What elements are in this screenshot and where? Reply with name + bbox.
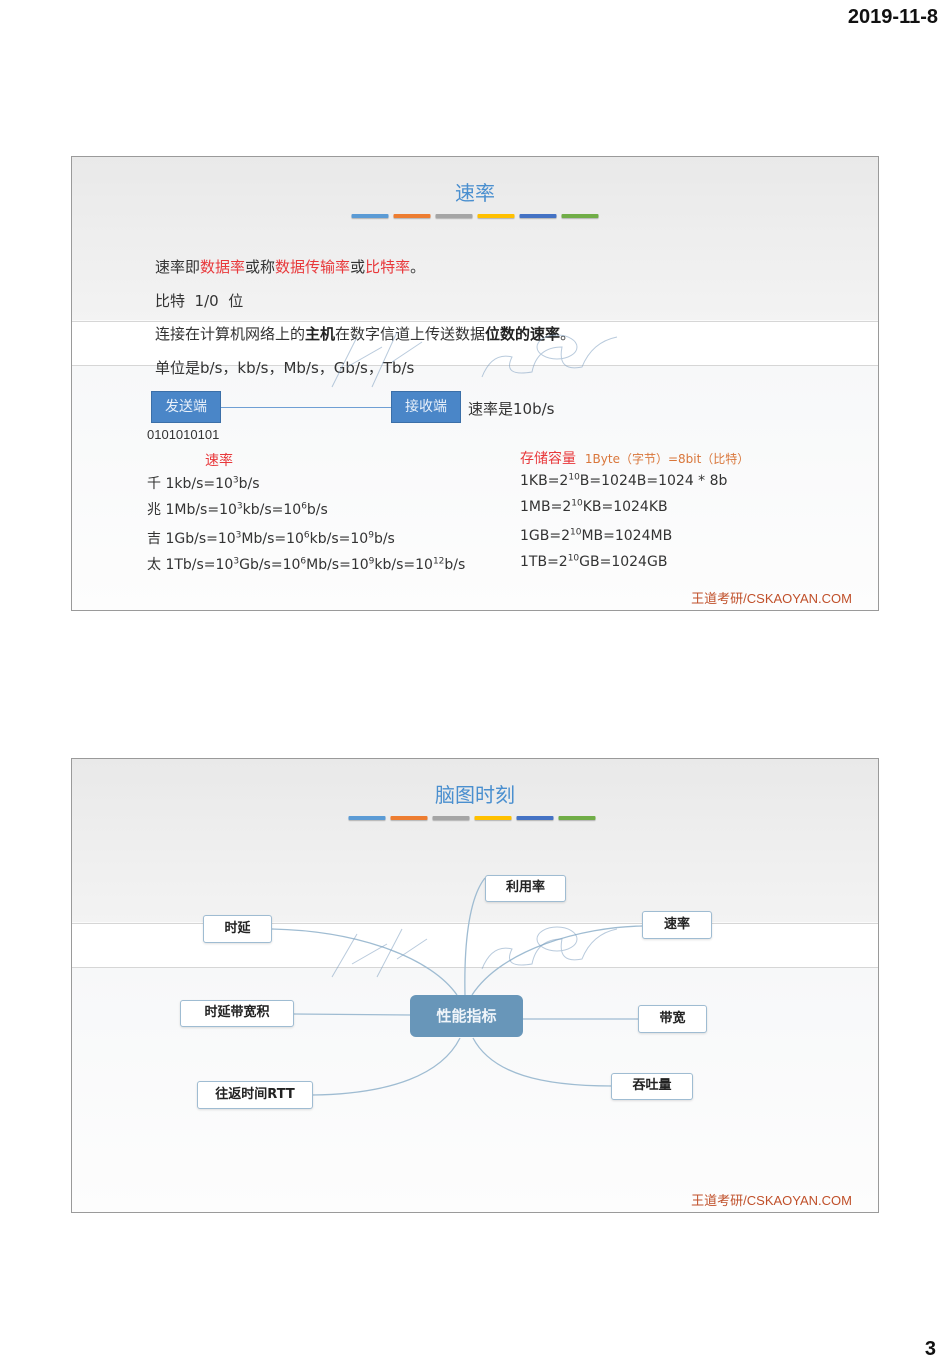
units-line: 单位是b/s，kb/s，Mb/s，Gb/s，Tb/s	[155, 359, 415, 377]
highlight-term: 比特率	[365, 258, 411, 276]
title-color-bars	[351, 214, 599, 218]
definition-line: 速率即数据率或称数据传输率或比特率。	[155, 256, 425, 277]
color-bar-orange	[390, 816, 428, 820]
mindmap-node-bandwidth: 带宽	[638, 1005, 707, 1033]
rate-row-tera: 太 1Tb/s=103Gb/s=106Mb/s=109kb/s=1012b/s	[147, 556, 466, 573]
color-bar-green	[561, 214, 599, 218]
color-bar-gray	[435, 214, 473, 218]
storage-row-tb: 1TB=210GB=1024GB	[520, 553, 668, 570]
text: 或称	[245, 258, 276, 276]
text: 。	[410, 258, 426, 276]
slide-title: 脑图时刻	[435, 783, 515, 807]
color-bar-blue	[351, 214, 389, 218]
highlight-term: 数据率	[200, 258, 246, 276]
prefix: 吉	[147, 531, 161, 547]
receiver-box: 接收端	[391, 391, 461, 423]
byte-note: 1Byte（字节）=8bit（比特）	[584, 452, 750, 466]
storage-heading-line: 存储容量 1Byte（字节）=8bit（比特）	[520, 448, 749, 468]
storage-row-gb: 1GB=210MB=1024MB	[520, 527, 673, 544]
rate-row-mega: 兆 1Mb/s=103kb/s=106b/s	[147, 501, 328, 518]
sender-box: 发送端	[151, 391, 221, 423]
text: 连接在计算机网络上的	[155, 325, 306, 343]
color-bar-gray	[432, 816, 470, 820]
mindmap-node-rate: 速率	[642, 911, 712, 939]
color-bar-darkblue	[516, 816, 554, 820]
page-number: 3	[924, 1338, 936, 1360]
mindmap-node-delay-bandwidth: 时延带宽积	[180, 1000, 294, 1027]
rate-row-kilo: 千 1kb/s=103b/s	[147, 475, 260, 492]
highlight-term: 数据传输率	[275, 258, 351, 276]
color-bar-gold	[477, 214, 515, 218]
storage-row-kb: 1KB=210B=1024B=1024 * 8b	[520, 472, 728, 489]
mindmap-node-utilization: 利用率	[485, 875, 566, 902]
footer-brand: 王道考研/CSKAOYAN.COM	[691, 1193, 852, 1208]
color-bar-green	[558, 816, 596, 820]
slide-rate: 速率 速率即数据率或称数据传输率或比特率。 比特 1/0 位 连接在计算机网络上…	[71, 156, 879, 611]
text: 速率即	[155, 258, 201, 276]
rate-heading: 速率	[205, 453, 233, 469]
mindmap-connectors	[271, 877, 643, 1096]
mindmap-node-throughput: 吞吐量	[611, 1073, 693, 1100]
mindmap-center-node: 性能指标	[410, 995, 523, 1037]
rate-definition-line: 连接在计算机网络上的主机在数字信道上传送数据位数的速率。	[155, 323, 575, 344]
band-divider	[72, 923, 878, 924]
bit-stream: 0101010101	[147, 427, 220, 442]
color-bar-darkblue	[519, 214, 557, 218]
prefix: 太	[147, 557, 161, 573]
storage-heading: 存储容量	[520, 451, 576, 467]
color-bar-gold	[474, 816, 512, 820]
bold-term: 主机	[305, 325, 336, 343]
bold-term: 位数的速率	[485, 325, 561, 343]
title-color-bars	[348, 816, 596, 820]
bit-line: 比特 1/0 位	[155, 292, 244, 310]
page-date: 2019-11-8	[847, 6, 938, 28]
band-divider	[72, 321, 878, 322]
text: 在数字信道上传送数据	[335, 325, 486, 343]
prefix: 兆	[147, 502, 161, 518]
mindmap-node-rtt: 往返时间RTT	[197, 1081, 313, 1109]
band-divider	[72, 967, 878, 968]
color-bar-blue	[348, 816, 386, 820]
rate-note: 速率是10b/s	[468, 400, 555, 418]
link-line	[221, 407, 391, 408]
color-bar-orange	[393, 214, 431, 218]
band-divider	[72, 365, 878, 366]
text: 或	[350, 258, 366, 276]
slide-mindmap: 脑图时刻	[71, 758, 879, 1213]
text: 。	[560, 325, 576, 343]
rate-row-giga: 吉 1Gb/s=103Mb/s=106kb/s=109b/s	[147, 530, 395, 547]
footer-brand: 王道考研/CSKAOYAN.COM	[691, 591, 852, 606]
mindmap-node-delay: 时延	[203, 915, 272, 943]
prefix: 千	[147, 476, 161, 492]
storage-row-mb: 1MB=210KB=1024KB	[520, 498, 668, 515]
slide-title: 速率	[455, 181, 495, 205]
